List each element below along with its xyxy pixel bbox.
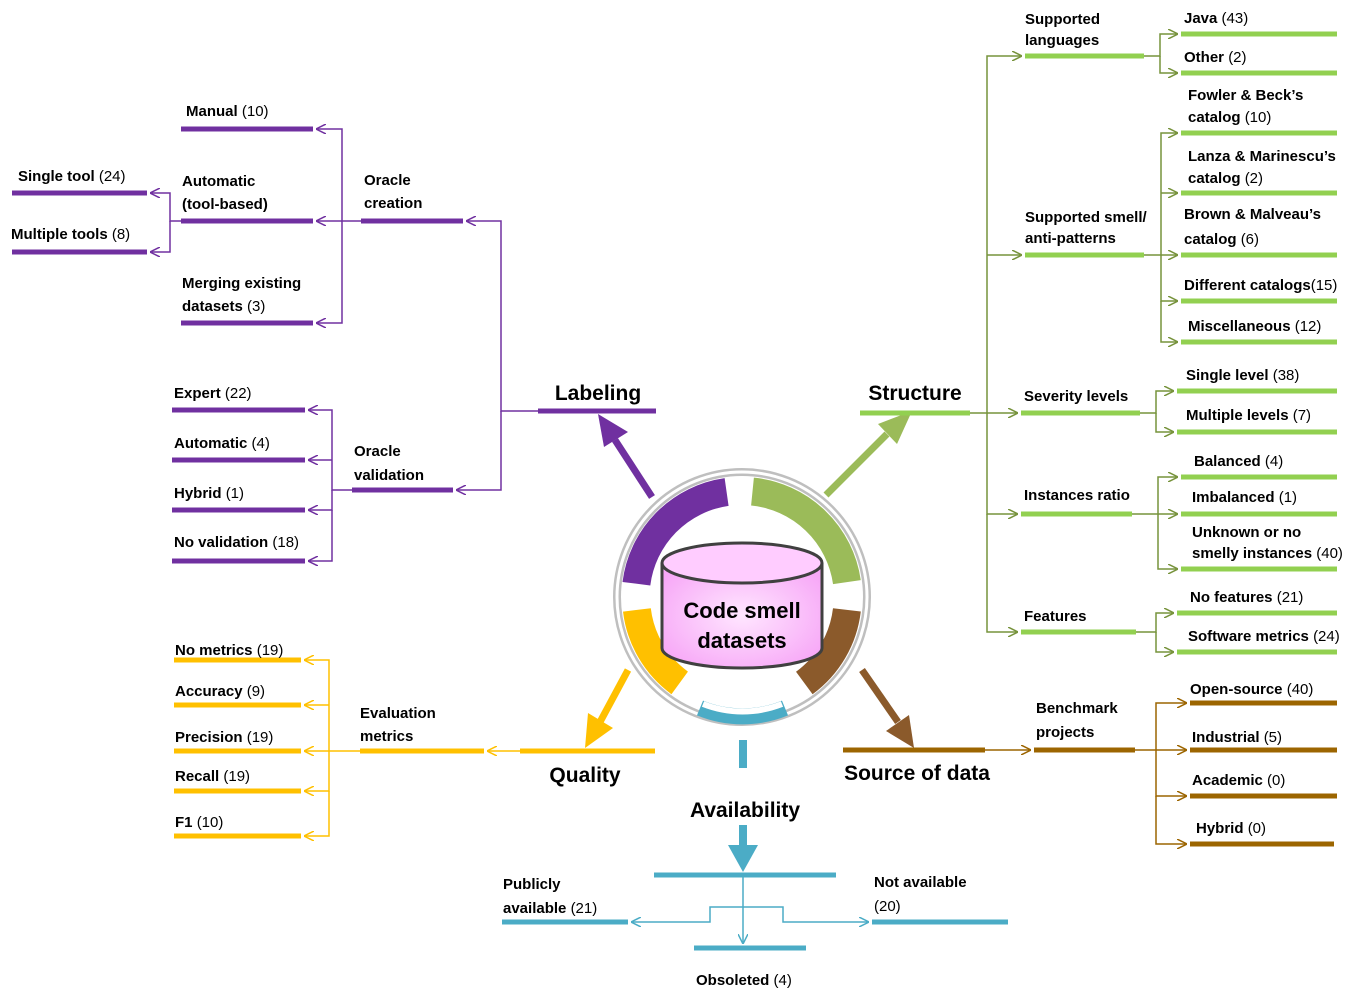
leaf-public-line2: available (21)	[503, 900, 597, 917]
center-title-line2: datasets	[697, 628, 786, 653]
leaf-miscellaneous: Miscellaneous (12)	[1188, 318, 1321, 335]
center-title-line1: Code smell	[683, 598, 800, 623]
leaf-academic: Academic (0)	[1192, 772, 1285, 789]
instances-ratio: Instances ratio	[1024, 487, 1130, 504]
oracle-creation-line2: creation	[364, 195, 422, 212]
leaf-different-catalogs: Different catalogs(15)	[1184, 277, 1337, 294]
category-availability: Availability	[690, 799, 800, 822]
leaf-precision: Precision (19)	[175, 729, 273, 746]
oracle-validation-line1: Oracle	[354, 443, 401, 460]
structure-arc	[750, 477, 861, 585]
leaf-no-features: No features (21)	[1190, 589, 1303, 606]
leaf-not-available-count: (20)	[874, 898, 901, 915]
severity-levels: Severity levels	[1024, 388, 1128, 405]
category-structure: Structure	[868, 382, 961, 405]
leaf-not-available-line1: Not available	[874, 874, 967, 891]
benchmark-line2: projects	[1036, 724, 1094, 741]
structure-bars	[1021, 31, 1337, 655]
database-icon	[660, 541, 824, 670]
leaf-expert: Expert (22)	[174, 385, 252, 402]
quality-bars	[174, 657, 484, 839]
category-quality: Quality	[549, 764, 621, 787]
leaf-fowler-line1: Fowler & Beck’s	[1188, 87, 1303, 104]
leaf-open-source: Open-source (40)	[1190, 681, 1313, 698]
leaf-lanza-line1: Lanza & Marinescu’s	[1188, 148, 1336, 165]
leaf-brown-line2: catalog (6)	[1184, 231, 1259, 248]
leaf-hybrid-source: Hybrid (0)	[1196, 820, 1266, 837]
oracle-validation-line2: validation	[354, 467, 424, 484]
leaf-brown-line1: Brown & Malveau’s	[1184, 206, 1321, 223]
source-bars	[1034, 700, 1337, 847]
leaf-java: Java (43)	[1184, 10, 1248, 27]
category-labeling: Labeling	[555, 382, 641, 405]
supported-languages-line2: languages	[1025, 32, 1099, 49]
leaf-merging-line2: datasets (3)	[182, 298, 265, 315]
availability-bars	[502, 872, 1008, 951]
supported-languages-line1: Supported	[1025, 11, 1100, 28]
leaf-manual: Manual (10)	[186, 103, 269, 120]
oracle-creation-line1: Oracle	[364, 172, 411, 189]
leaf-automatic-tool-line2: (tool-based)	[182, 196, 268, 213]
quality-arc	[623, 607, 689, 695]
center-hub: Code smell datasets	[613, 468, 871, 726]
leaf-obsoleted: Obsoleted (4)	[696, 972, 792, 989]
leaf-public-line1: Publicly	[503, 876, 561, 893]
availability-tree	[632, 875, 868, 943]
evaluation-line1: Evaluation	[360, 705, 436, 722]
leaf-other: Other (2)	[1184, 49, 1247, 66]
quality-tree	[305, 660, 520, 836]
leaf-software-metrics: Software metrics (24)	[1188, 628, 1340, 645]
leaf-merging-line1: Merging existing	[182, 275, 301, 292]
leaf-imbalanced: Imbalanced (1)	[1192, 489, 1297, 506]
source-arc	[795, 607, 861, 695]
leaf-balanced: Balanced (4)	[1194, 453, 1283, 470]
availability-arc	[696, 700, 789, 725]
features: Features	[1024, 608, 1087, 625]
leaf-lanza-line2: catalog (2)	[1188, 170, 1263, 187]
leaf-accuracy: Accuracy (9)	[175, 683, 265, 700]
evaluation-line2: metrics	[360, 728, 413, 745]
category-source: Source of data	[844, 762, 990, 785]
leaf-industrial: Industrial (5)	[1192, 729, 1282, 746]
leaf-f1: F1 (10)	[175, 814, 223, 831]
leaf-automatic: Automatic (4)	[174, 435, 270, 452]
leaf-single-tool: Single tool (24)	[18, 168, 126, 185]
supported-smells-line2: anti-patterns	[1025, 230, 1116, 247]
leaf-no-validation: No validation (18)	[174, 534, 299, 551]
leaf-unknown-line1: Unknown or no	[1192, 524, 1301, 541]
leaf-automatic-tool-line1: Automatic	[182, 173, 255, 190]
structure-tree	[970, 34, 1177, 652]
source-tree	[985, 703, 1186, 844]
leaf-fowler-line2: catalog (10)	[1188, 109, 1271, 126]
hub-arrows	[585, 411, 914, 872]
supported-smells-line1: Supported smell/	[1025, 209, 1148, 226]
leaf-multiple-tools: Multiple tools (8)	[11, 226, 130, 243]
labeling-tree	[151, 129, 538, 561]
labeling-bars	[12, 126, 463, 564]
leaf-recall: Recall (19)	[175, 768, 250, 785]
leaf-multiple-levels: Multiple levels (7)	[1186, 407, 1311, 424]
leaf-unknown-line2: smelly instances (40)	[1192, 545, 1343, 562]
leaf-no-metrics: No metrics (19)	[175, 642, 283, 659]
leaf-single-level: Single level (38)	[1186, 367, 1299, 384]
leaf-hybrid-validation: Hybrid (1)	[174, 485, 244, 502]
benchmark-line1: Benchmark	[1036, 700, 1118, 717]
labeling-arc	[622, 478, 729, 586]
